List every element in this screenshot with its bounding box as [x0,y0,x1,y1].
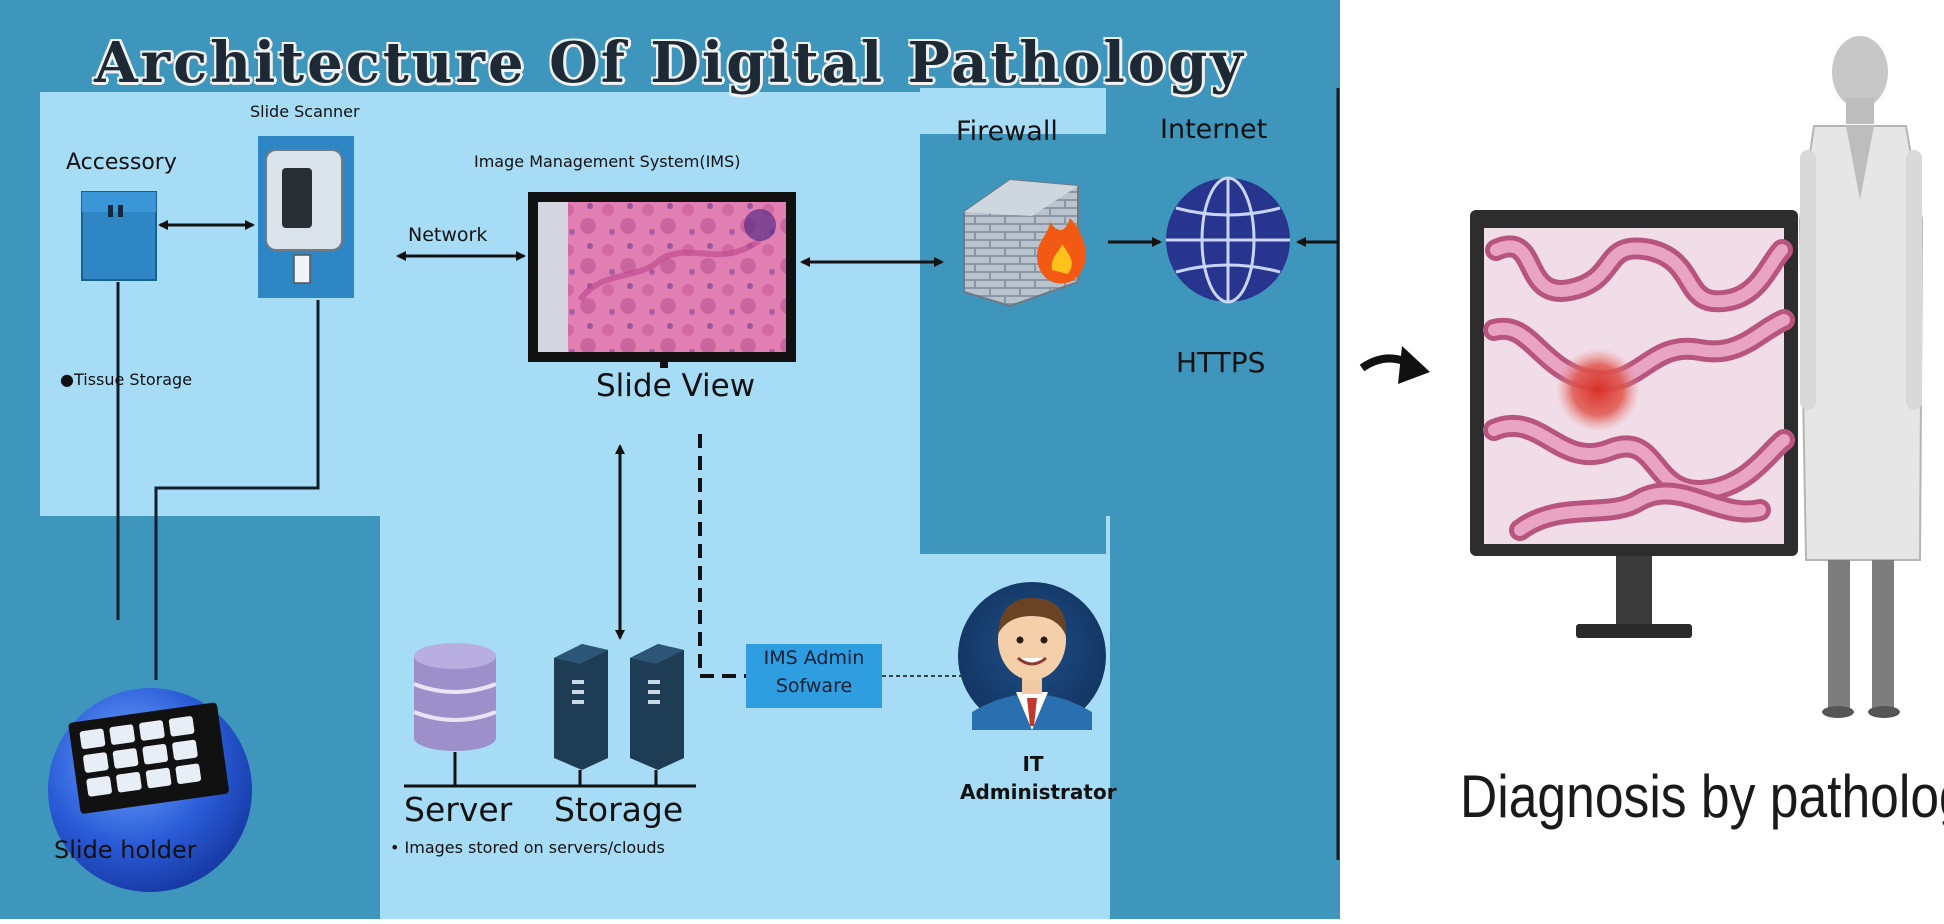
server-label: Server [404,790,513,829]
scanner-holder-line [154,300,320,680]
page-title: Architecture Of Digital Pathology [94,30,1246,96]
firewall-icon [963,178,1086,308]
ims-admin-software-box: IMS Admin Sofware [746,644,882,708]
curved-arrow-head [1398,346,1430,384]
view-admin-dashed-line [698,434,746,678]
server-rack-icon [554,644,684,786]
firewall-label: Firewall [956,116,1058,147]
pathology-monitor-icon [1470,210,1798,638]
it-label-line2: Administrator [960,780,1117,804]
storage-label: Storage [554,790,684,829]
slide-holder-label: Slide holder [54,836,197,864]
ims-label: Image Management System(IMS) [474,152,741,171]
internet-label: Internet [1160,114,1268,145]
accessory-icon [81,191,157,281]
database-icon [413,643,497,786]
ims-monitor-icon [528,192,796,368]
network-label: Network [408,224,488,246]
slide-scanner-label: Slide Scanner [250,102,360,121]
slide-holder-icon [48,688,252,892]
accessory-label: Accessory [66,150,177,175]
diagnosis-caption: Diagnosis by pathologist [1460,763,1944,830]
images-stored-label: • Images stored on servers/clouds [390,838,665,857]
tissue-storage-label: ●Tissue Storage [60,370,193,389]
slide-scanner-icon [258,136,354,298]
slide-view-label: Slide View [596,368,756,404]
globe-icon [1166,176,1290,304]
it-admin-avatar [958,582,1106,730]
firewall-panel-tab [920,88,1106,134]
it-label-line1: IT [1022,752,1044,776]
ims-admin-line2: Sofware [775,675,853,697]
https-label: HTTPS [1176,346,1266,379]
pathologist-figure [1798,36,1924,718]
ims-admin-line1: IMS Admin [763,647,865,669]
